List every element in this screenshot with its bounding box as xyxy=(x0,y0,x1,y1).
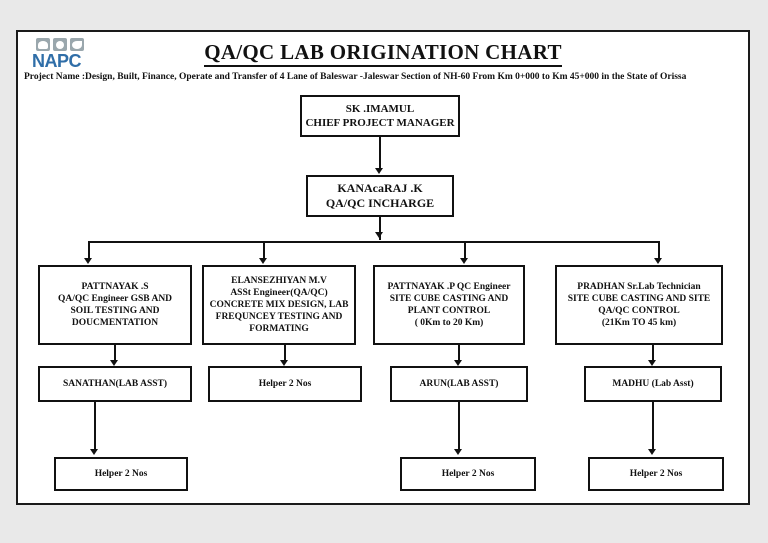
connector-arrow xyxy=(648,360,656,366)
org-node-sr-lab-technician[interactable]: PRADHAN Sr.Lab Technician SITE CUBE CAST… xyxy=(555,265,723,345)
page-title: QA/QC LAB ORIGINATION CHART xyxy=(18,40,748,67)
connector-drop-role-4 xyxy=(658,241,660,259)
node-line: KANAcaRAJ .K xyxy=(337,180,423,195)
node-line: Helper 2 Nos xyxy=(94,468,148,479)
org-node-lab-asst-arun[interactable]: ARUN(LAB ASST) xyxy=(390,366,528,402)
node-line: CONCRETE MIX DESIGN, LAB xyxy=(209,299,349,310)
node-line: ARUN(LAB ASST) xyxy=(419,378,499,389)
connector-arrow xyxy=(375,232,383,238)
node-line: FORMATING xyxy=(249,324,309,335)
connector-asst1-to-helper1 xyxy=(94,402,96,450)
node-line: (21Km TO 45 km) xyxy=(601,318,677,329)
connector-drop-role-3 xyxy=(464,241,466,259)
connector-arrow xyxy=(654,258,662,264)
connector-role3-to-asst3 xyxy=(458,345,460,361)
node-line: SK .IMAMUL xyxy=(345,102,415,115)
node-line: QA/QC INCHARGE xyxy=(325,196,435,210)
node-line: PLANT CONTROL xyxy=(407,306,491,316)
org-node-qaqc-engineer-soil[interactable]: PATTNAYAK .S QA/QC Engineer GSB AND SOIL… xyxy=(38,265,192,345)
connector-role1-to-asst1 xyxy=(114,345,116,361)
node-line: Helper 2 Nos xyxy=(258,378,312,389)
connector-arrow xyxy=(259,258,267,264)
node-line: ( 0Km to 20 Km) xyxy=(414,318,484,329)
org-node-helper-column4[interactable]: Helper 2 Nos xyxy=(588,457,724,491)
connector-arrow xyxy=(460,258,468,264)
node-line: PATTNAYAK .S xyxy=(81,281,149,292)
connector-drop-role-1 xyxy=(88,241,90,259)
connector-arrow xyxy=(648,449,656,455)
connector-role4-to-asst4 xyxy=(652,345,654,361)
connector-arrow xyxy=(110,360,118,366)
connector-bus-tier3 xyxy=(88,241,660,243)
org-node-qaqc-incharge[interactable]: KANAcaRAJ .K QA/QC INCHARGE xyxy=(306,175,454,217)
page-title-text: QA/QC LAB ORIGINATION CHART xyxy=(204,40,562,67)
node-line: PRADHAN Sr.Lab Technician xyxy=(577,281,701,292)
org-node-lab-asst-madhu[interactable]: MADHU (Lab Asst) xyxy=(584,366,722,402)
logo-glyphs xyxy=(36,38,84,51)
node-line: FREQUNCEY TESTING AND xyxy=(215,312,343,323)
org-node-lab-asst-sanathan[interactable]: SANATHAN(LAB ASST) xyxy=(38,366,192,402)
connector-arrow xyxy=(375,168,383,174)
connector-arrow xyxy=(454,449,462,455)
connector-arrow xyxy=(280,360,288,366)
node-line: SANATHAN(LAB ASST) xyxy=(62,378,168,389)
node-line: ELANSEZHIYAN M.V xyxy=(231,275,327,286)
node-line: SITE CUBE CASTING AND xyxy=(389,293,509,304)
org-node-helper-column3[interactable]: Helper 2 Nos xyxy=(400,457,536,491)
logo-glyph-icon xyxy=(53,38,67,51)
logo-wordmark: NAPC xyxy=(32,51,82,71)
org-node-helper-column1[interactable]: Helper 2 Nos xyxy=(54,457,188,491)
node-line: MADHU (Lab Asst) xyxy=(612,378,694,389)
logo-glyph-icon xyxy=(70,38,84,51)
connector-role2-to-asst2 xyxy=(284,345,286,361)
org-node-qc-engineer-plant[interactable]: PATTNAYAK .P QC Engineer SITE CUBE CASTI… xyxy=(373,265,525,345)
node-line: SOIL TESTING AND xyxy=(70,306,160,316)
node-line: QA/QC Engineer GSB AND xyxy=(57,293,173,304)
org-node-asst-engineer-concrete[interactable]: ELANSEZHIYAN M.V ASSt Engineer(QA/QC) CO… xyxy=(202,265,356,345)
node-line: SITE CUBE CASTING AND SITE xyxy=(567,293,711,304)
connector-incharge-stem xyxy=(379,217,381,240)
chart-page: NAPC QA/QC LAB ORIGINATION CHART Project… xyxy=(16,30,750,505)
connector-arrow xyxy=(454,360,462,366)
org-node-chief-project-manager[interactable]: SK .IMAMUL CHIEF PROJECT MANAGER xyxy=(300,95,460,137)
node-line: PATTNAYAK .P QC Engineer xyxy=(387,281,511,292)
connector-asst4-to-helper4 xyxy=(652,402,654,450)
node-line: Helper 2 Nos xyxy=(629,468,683,479)
node-line: DOUCMENTATION xyxy=(71,318,159,329)
node-line: ASSt Engineer(QA/QC) xyxy=(230,287,328,298)
connector-arrow xyxy=(90,449,98,455)
connector-drop-role-2 xyxy=(263,241,265,259)
node-line: CHIEF PROJECT MANAGER xyxy=(305,117,455,129)
connector-arrow xyxy=(84,258,92,264)
org-node-helper-column2[interactable]: Helper 2 Nos xyxy=(208,366,362,402)
node-line: QA/QC CONTROL xyxy=(598,306,680,316)
napc-logo: NAPC xyxy=(32,38,104,72)
node-line: Helper 2 Nos xyxy=(441,468,495,479)
logo-glyph-icon xyxy=(36,38,50,51)
connector-asst3-to-helper3 xyxy=(458,402,460,450)
connector-cpm-to-incharge xyxy=(379,137,381,169)
project-name-line: Project Name :Design, Built, Finance, Op… xyxy=(24,72,687,82)
